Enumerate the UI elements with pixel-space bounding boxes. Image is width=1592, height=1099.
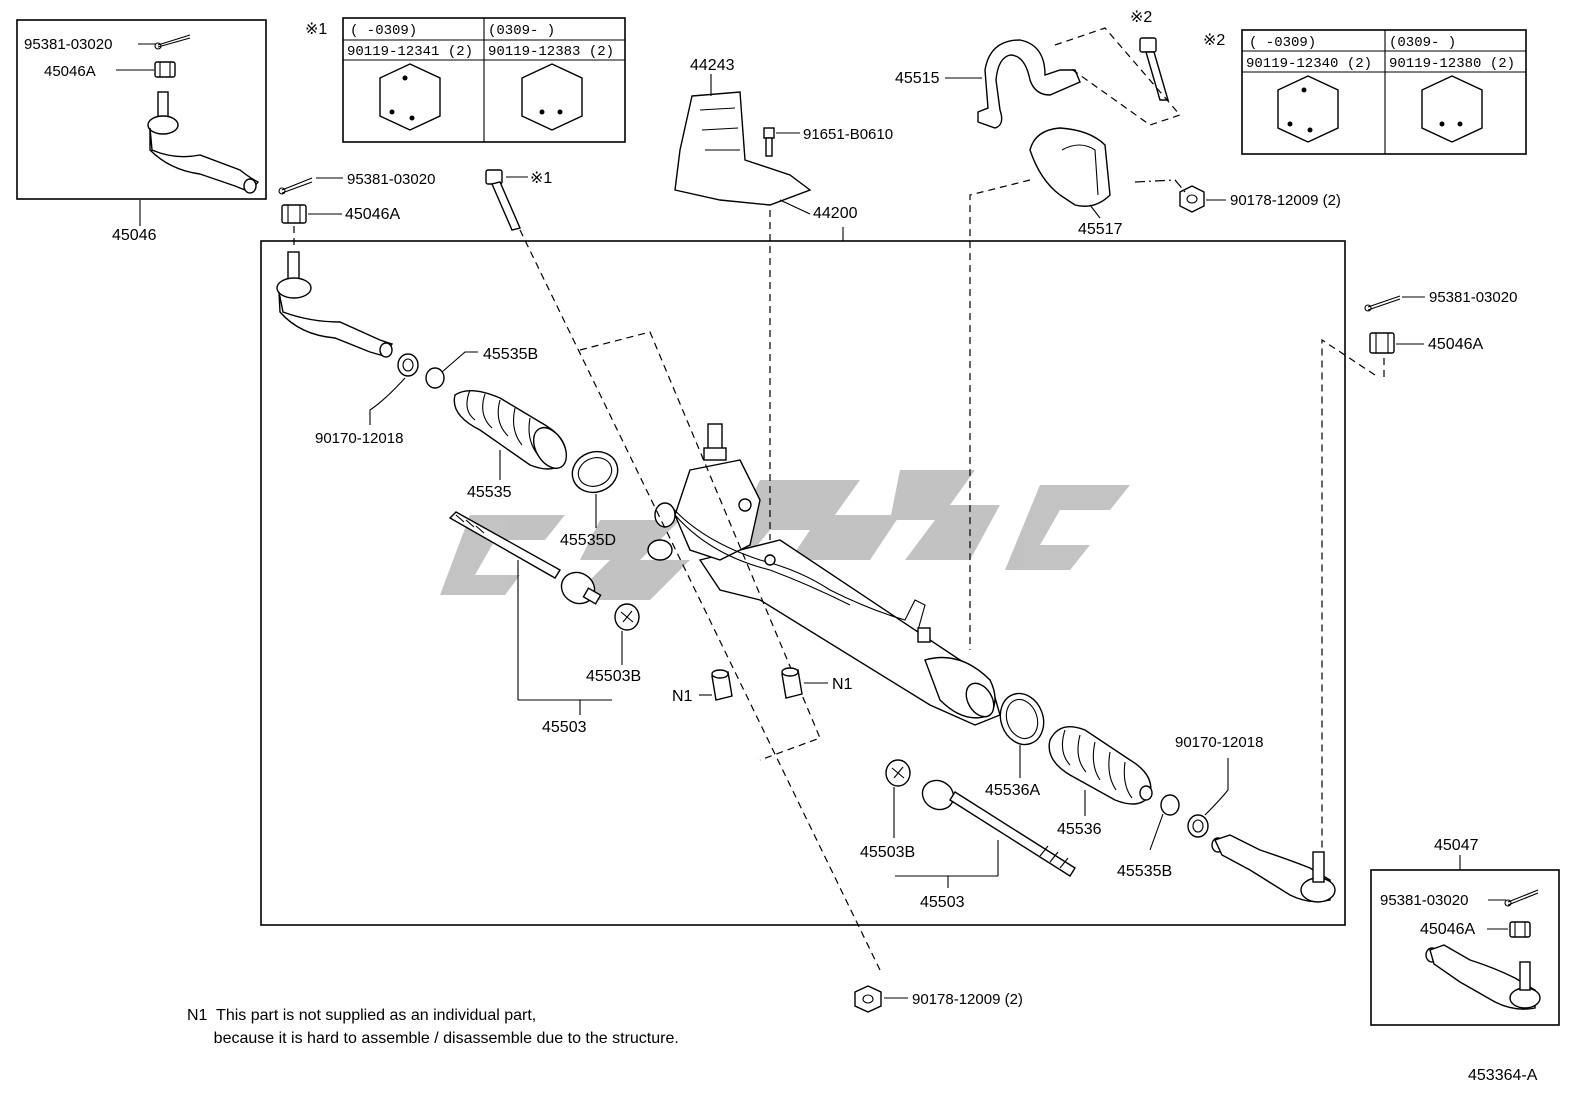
boot-left-icon bbox=[453, 389, 568, 480]
assembly-box-44200 bbox=[260, 240, 1346, 926]
clamp-icon bbox=[1187, 758, 1229, 838]
clip-36a-icon bbox=[999, 692, 1045, 778]
bushing-45517 bbox=[1029, 127, 1111, 219]
castle-nut-icon bbox=[1509, 921, 1531, 938]
label-cotter-right: 95381-03020 bbox=[1429, 289, 1517, 306]
n1-bushing-left-icon bbox=[699, 669, 733, 701]
table-ref2-col1-part: 90119-12340 (2) bbox=[1246, 56, 1372, 72]
rack-end-right-icon bbox=[895, 779, 1076, 888]
table-ref1-col2-range: (0309- ) bbox=[488, 23, 555, 39]
label-nut-top: 90178-12009 (2) bbox=[1230, 192, 1341, 209]
watermark-logo bbox=[440, 470, 1130, 600]
bracket-45515 bbox=[945, 39, 1081, 129]
hex-nut-icon bbox=[1179, 185, 1226, 213]
table-ref1-col1-part: 90119-12341 (2) bbox=[347, 44, 473, 60]
tie-rod-end-icon bbox=[1425, 944, 1541, 1010]
label-bolt-ref1: ※1 bbox=[530, 170, 552, 187]
label-nut-right: 45046A bbox=[1428, 336, 1483, 353]
label-cover: 44243 bbox=[690, 57, 735, 74]
table-ref1-col1-range: ( -0309) bbox=[350, 23, 417, 39]
table-ref2-col1-range: ( -0309) bbox=[1249, 35, 1316, 51]
castle-nut-icon bbox=[281, 204, 342, 224]
label-boot-right: 45536 bbox=[1057, 821, 1102, 838]
table-ref2-col2-range: (0309- ) bbox=[1389, 35, 1456, 51]
label-washer-right: 45503B bbox=[860, 844, 915, 861]
label-cover-bolt: 91651-B0610 bbox=[803, 126, 893, 143]
note-n1-line1: N1 This part is not supplied as an indiv… bbox=[187, 1007, 537, 1024]
label-cotter-left: 95381-03020 bbox=[347, 171, 435, 188]
label-boot-clip-b-left: 45535B bbox=[483, 346, 538, 363]
table-ref1-col2-part: 90119-12383 (2) bbox=[488, 44, 614, 60]
label-right-group: 45047 bbox=[1434, 837, 1479, 854]
tie-rod-end-icon bbox=[276, 251, 394, 358]
boot-clip-icon bbox=[425, 351, 478, 389]
label-ref2-bolt: ※2 bbox=[1130, 9, 1152, 26]
label-nut-left: 45046A bbox=[345, 206, 400, 223]
bolt-ref1-icon bbox=[485, 169, 528, 231]
label-washer-left: 45503B bbox=[586, 668, 641, 685]
washer-icon bbox=[885, 759, 911, 838]
hex-nut-icon bbox=[854, 985, 908, 1013]
label-clamp-right: 90170-12018 bbox=[1175, 734, 1263, 751]
cover-44243 bbox=[674, 74, 812, 215]
label-rack-end-right: 45503 bbox=[920, 894, 965, 911]
n1-bushing-right-icon bbox=[781, 667, 828, 699]
table-ref2 bbox=[1241, 29, 1527, 155]
tie-rod-end-icon bbox=[147, 91, 260, 194]
label-bushing: 45517 bbox=[1078, 221, 1123, 238]
clip-d-icon bbox=[571, 450, 619, 528]
label-bracket: 45515 bbox=[895, 70, 940, 87]
table-ref2-mark: ※2 bbox=[1203, 32, 1225, 49]
castle-nut-icon bbox=[1369, 332, 1424, 354]
table-ref2-col2-part: 90119-12380 (2) bbox=[1389, 56, 1515, 72]
cotter-pin-icon bbox=[1504, 889, 1539, 907]
label-right-group-nut: 45046A bbox=[1420, 921, 1475, 938]
label-boot-left: 45535 bbox=[467, 484, 512, 501]
tie-rod-end-icon bbox=[1211, 834, 1336, 903]
label-bottom-nut: 90178-12009 (2) bbox=[912, 991, 1023, 1008]
label-n1-right: N1 bbox=[832, 676, 853, 693]
label-boot-clip-b-right: 45535B bbox=[1117, 863, 1172, 880]
label-n1-left: N1 bbox=[672, 688, 693, 705]
label-top-left-cotter: 95381-03020 bbox=[24, 36, 112, 53]
label-top-left-group: 45046 bbox=[112, 227, 157, 244]
label-clamp-left: 90170-12018 bbox=[315, 430, 403, 447]
washer-icon bbox=[614, 603, 640, 665]
table-ref1-mark: ※1 bbox=[305, 21, 327, 38]
inset-45047 bbox=[1370, 855, 1560, 1026]
label-right-group-cotter: 95381-03020 bbox=[1380, 892, 1468, 909]
steering-gear-housing bbox=[647, 423, 1001, 726]
boot-clip-icon bbox=[1149, 794, 1180, 851]
inset-45046 bbox=[16, 19, 267, 226]
document-id: 453364-A bbox=[1468, 1067, 1538, 1084]
cotter-pin-icon bbox=[154, 34, 191, 50]
label-clip-d: 45535D bbox=[560, 532, 616, 549]
note-n1-line2: because it is hard to assemble / disasse… bbox=[187, 1030, 679, 1047]
label-rack-end-left: 45503 bbox=[542, 719, 587, 736]
cotter-pin-icon bbox=[1364, 295, 1425, 312]
label-clip-36a: 45536A bbox=[985, 782, 1040, 799]
clamp-icon bbox=[369, 353, 419, 425]
rack-end-left-icon bbox=[448, 511, 612, 715]
castle-nut-icon bbox=[154, 61, 176, 78]
table-ref1 bbox=[342, 17, 626, 143]
label-top-left-nut: 45046A bbox=[44, 63, 96, 80]
boot-right-icon bbox=[1048, 726, 1153, 816]
bolt-icon bbox=[763, 127, 800, 157]
label-gear-assy: 44200 bbox=[813, 205, 858, 222]
bolt-ref2-icon bbox=[1139, 37, 1169, 101]
cotter-pin-icon bbox=[278, 177, 343, 195]
